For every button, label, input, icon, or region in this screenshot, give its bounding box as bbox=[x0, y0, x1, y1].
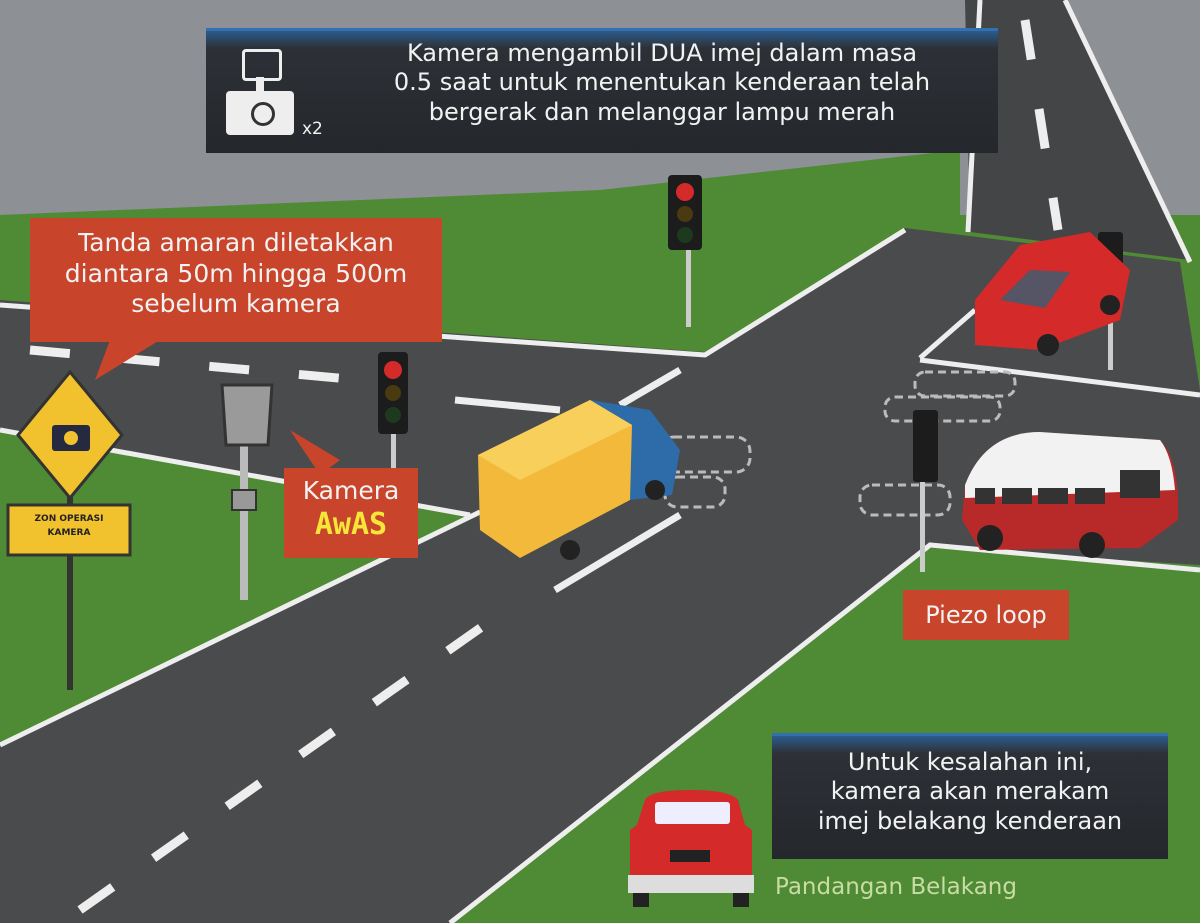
traffic-light bbox=[668, 175, 702, 327]
warning-note-line: sebelum kamera bbox=[131, 289, 341, 318]
road-north bbox=[965, 0, 1190, 260]
warning-note-line: Tanda amaran diletakkan bbox=[78, 228, 394, 257]
camera-x2-icon bbox=[226, 49, 294, 137]
piezo-loop-label: Piezo loop bbox=[903, 590, 1069, 640]
bottom-note: Untuk kesalahan ini, kamera akan merakam… bbox=[772, 733, 1168, 859]
rear-view-car bbox=[628, 790, 754, 907]
camera-awas-label: Kamera AwAS bbox=[284, 468, 418, 558]
traffic-light bbox=[913, 410, 938, 572]
top-note-line: bergerak dan melanggar lampu merah bbox=[428, 97, 896, 126]
awas-camera-pole bbox=[220, 383, 274, 600]
sign-label-line: ZON OPERASI bbox=[34, 514, 104, 524]
bottom-note-line: kamera akan merakam bbox=[830, 777, 1110, 806]
bottom-note-line: Untuk kesalahan ini, bbox=[847, 748, 1093, 776]
road bbox=[0, 228, 1200, 923]
top-note: x2 Kamera mengambil DUA imej dalam masa … bbox=[206, 28, 998, 153]
red-car bbox=[975, 232, 1130, 356]
top-note-line: Kamera mengambil DUA imej dalam masa bbox=[406, 39, 918, 67]
traffic-light bbox=[378, 352, 408, 470]
camera-label-awas: AwAS bbox=[314, 506, 388, 542]
multiplier-label: x2 bbox=[302, 119, 323, 139]
camera-label-line1: Kamera bbox=[302, 476, 400, 505]
rear-view-caption: Pandangan Belakang bbox=[775, 874, 1017, 900]
sign-label-line: KAMERA bbox=[47, 528, 91, 539]
warning-note: Tanda amaran diletakkan diantara 50m hin… bbox=[30, 218, 442, 342]
van bbox=[962, 432, 1179, 558]
sign-label: ZON OPERASI KAMERA bbox=[10, 512, 128, 541]
top-note-line: 0.5 saat untuk menentukan kenderaan tela… bbox=[393, 68, 931, 97]
warning-note-line: diantara 50m hingga 500m bbox=[64, 258, 408, 288]
truck bbox=[478, 400, 680, 560]
warning-sign bbox=[6, 369, 132, 690]
bottom-note-line: imej belakang kenderaan bbox=[817, 806, 1123, 835]
